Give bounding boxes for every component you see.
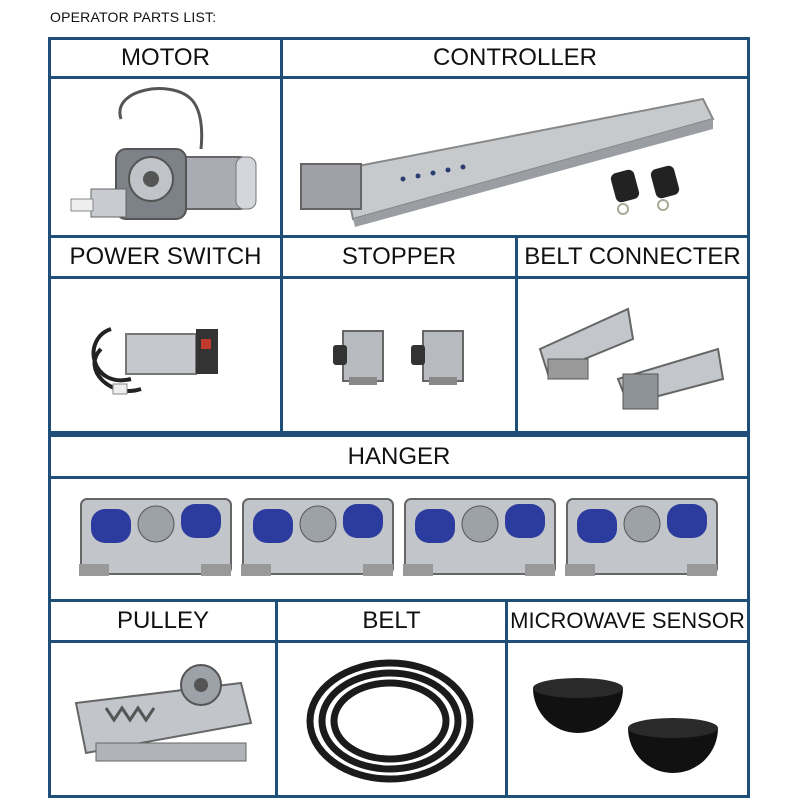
controller-header: CONTROLLER bbox=[280, 37, 750, 79]
belt-connecter-image bbox=[515, 276, 750, 434]
belt-image bbox=[275, 640, 508, 798]
pulley-header: PULLEY bbox=[48, 599, 278, 643]
power-switch-header: POWER SWITCH bbox=[48, 235, 283, 279]
belt-connecter-header: BELT CONNECTER bbox=[515, 235, 750, 279]
page-title: OPERATOR PARTS LIST: bbox=[50, 9, 217, 25]
stopper-header: STOPPER bbox=[280, 235, 518, 279]
pulley-image bbox=[48, 640, 278, 798]
stopper-image bbox=[280, 276, 518, 434]
microwave-sensor-header: MICROWAVE SENSOR bbox=[505, 599, 750, 643]
power-switch-image bbox=[48, 276, 283, 434]
motor-image bbox=[48, 76, 283, 238]
controller-image bbox=[280, 76, 750, 238]
hanger-header: HANGER bbox=[48, 434, 750, 479]
belt-header: BELT bbox=[275, 599, 508, 643]
motor-header: MOTOR bbox=[48, 37, 283, 79]
microwave-sensor-image bbox=[505, 640, 750, 798]
hanger-image bbox=[48, 476, 750, 602]
